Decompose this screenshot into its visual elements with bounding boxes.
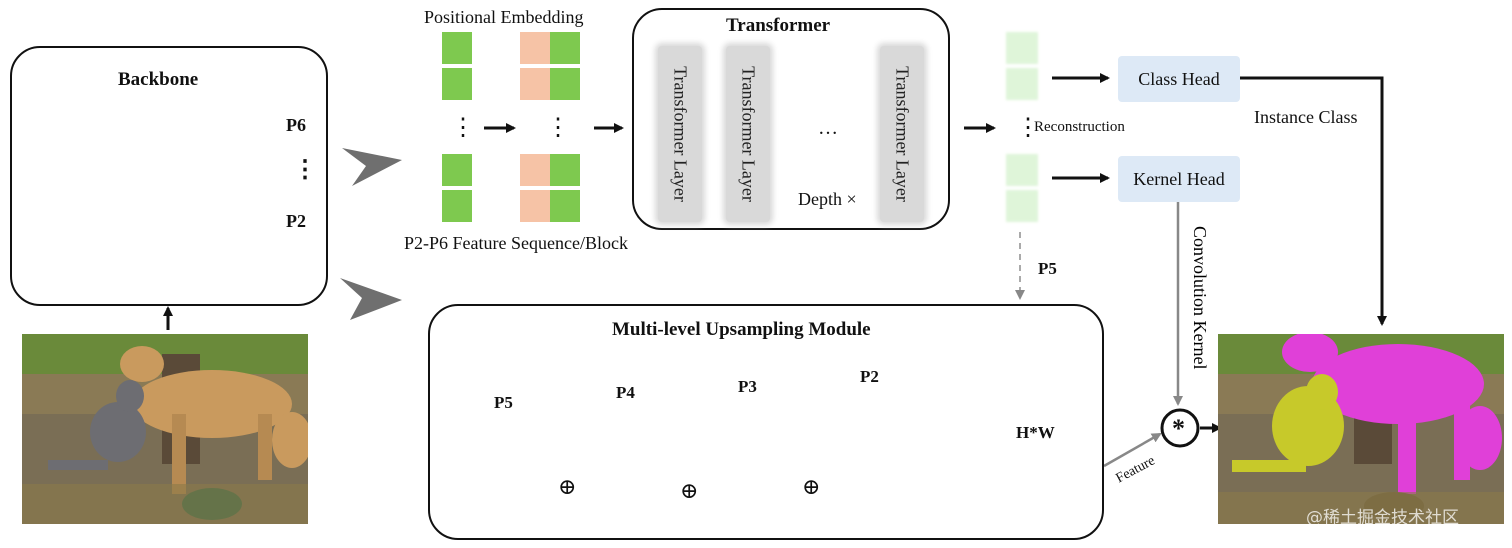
feature-arrow — [1103, 432, 1162, 468]
oplus-icon: ⊕ — [680, 478, 699, 503]
upsampling-module-box — [428, 304, 1104, 540]
backbone-box — [10, 46, 328, 306]
output-sequence-column — [1006, 32, 1038, 222]
oplus-icon: ⊕ — [558, 474, 577, 499]
feature-sequence-label: P2-P6 Feature Sequence/Block — [404, 233, 628, 253]
transformer-layer-label: Transformer Layer — [670, 66, 691, 202]
transformer-hdots: … — [818, 117, 838, 139]
transformer-layer-label: Transformer Layer — [738, 66, 759, 202]
transformer-layer-2: Transformer Layer — [726, 46, 770, 222]
instance-class-label: Instance Class — [1254, 107, 1358, 127]
backbone-title: Backbone — [118, 69, 199, 90]
input-image-art — [22, 334, 308, 524]
feature-vdots: ⋮ — [451, 115, 475, 141]
backbone-p2-label: P2 — [286, 211, 306, 231]
convolution-kernel-label: Convolution Kernel — [1190, 226, 1210, 370]
chevron-arrow-icon — [342, 148, 402, 186]
output-image-art — [1218, 334, 1504, 524]
embedded-vdots: ⋮ — [546, 115, 570, 141]
upsampling-level-p4: P4 — [616, 383, 635, 402]
oplus-icon: ⊕ — [802, 474, 821, 499]
p5-link-label: P5 — [1038, 259, 1057, 278]
feature-sequence-column — [442, 32, 472, 222]
transformer-layer-label: Transformer Layer — [892, 66, 913, 202]
upsampling-level-p5: P5 — [494, 393, 513, 412]
positional-embedding-label: Positional Embedding — [424, 7, 584, 27]
input-image — [22, 334, 308, 524]
output-vdots: ⋮ — [1016, 115, 1040, 141]
embedded-sequence-column — [520, 32, 580, 222]
chevron-arrow-icon — [340, 278, 402, 320]
upsampling-level-p3: P3 — [738, 377, 757, 396]
kernel-head-box: Kernel Head — [1118, 156, 1240, 202]
upsampling-level-p2: P2 — [860, 367, 879, 386]
watermark: @稀土掘金技术社区 — [1306, 508, 1459, 528]
transformer-layer-n: Transformer Layer — [880, 46, 924, 222]
flow-arrows — [163, 73, 1387, 433]
hw-label: H*W — [1016, 423, 1055, 442]
upsampling-title: Multi-level Upsampling Module — [612, 319, 871, 340]
transformer-title: Transformer — [726, 15, 831, 36]
transformer-layer-1: Transformer Layer — [658, 46, 702, 222]
conv-circle-icon — [1160, 408, 1200, 448]
transformer-depth-label: Depth × — [798, 189, 857, 209]
backbone-vdots: ⋮ — [293, 157, 317, 183]
output-image — [1218, 334, 1504, 524]
backbone-p6-label: P6 — [286, 115, 306, 135]
conv-symbol: * — [1172, 414, 1185, 443]
class-head-box: Class Head — [1118, 56, 1240, 102]
reconstruction-label: Reconstruction — [1034, 119, 1125, 135]
